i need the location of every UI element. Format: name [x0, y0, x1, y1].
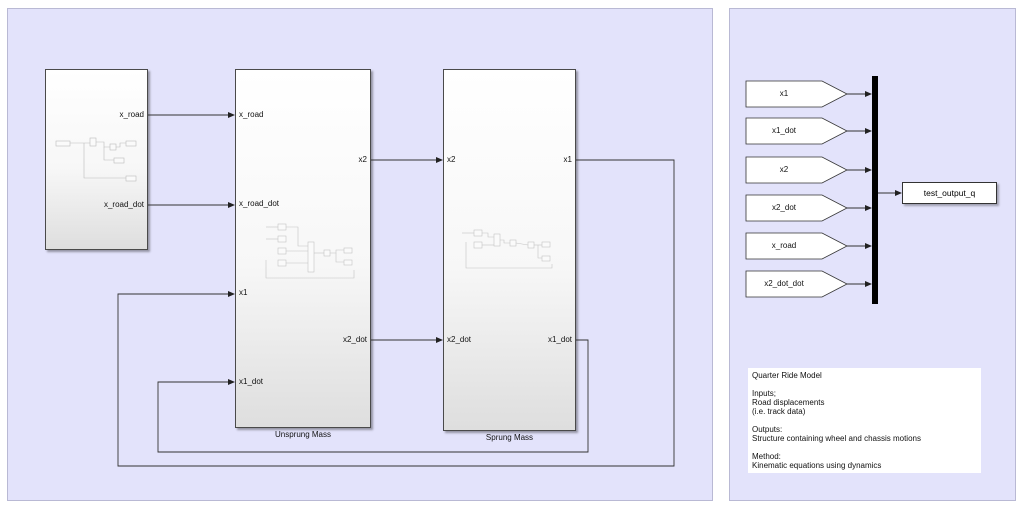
unsprung-port-in-x-road: x_road — [239, 110, 264, 119]
annotation-line — [752, 380, 977, 389]
wire-x1-dot-feedback[interactable] — [157, 339, 589, 453]
annotation-line: Road displacements — [752, 398, 825, 407]
sprung-port-out-x1-dot: x1_dot — [547, 335, 572, 344]
from-tag-x1-dot[interactable] — [745, 117, 848, 145]
road-port-x-road: x_road — [119, 110, 144, 119]
annotation-line — [752, 443, 977, 452]
annotation-line: Outputs: — [752, 425, 783, 434]
from-tag-label-x2-dot-dot: x2_dot_dot — [764, 279, 804, 288]
unsprung-port-in-x-road-dot: x_road_dot — [239, 199, 280, 208]
from-tag-x1[interactable] — [745, 80, 848, 108]
from-tag-label-x2-dot: x2_dot — [771, 203, 797, 212]
from-tag-x-road[interactable] — [745, 232, 848, 260]
model-annotation[interactable]: Quarter Ride Model Inputs; Road displace… — [748, 368, 981, 473]
annotation-line: Kinematic equations using dynamics — [752, 461, 882, 470]
annotation-line: Quarter Ride Model — [752, 371, 822, 380]
from-tag-label-x2: x2 — [779, 165, 789, 174]
unsprung-subsystem-thumbnail — [265, 223, 355, 279]
road-input-subsystem[interactable] — [45, 69, 148, 250]
output-block-test-output-q[interactable]: test_output_q — [902, 182, 997, 204]
unsprung-port-out-x2: x2 — [358, 155, 367, 164]
from-tag-label-x-road: x_road — [771, 241, 797, 250]
unsprung-mass-caption: Unsprung Mass — [274, 430, 332, 439]
unsprung-port-in-x1-dot: x1_dot — [239, 377, 264, 386]
sprung-subsystem-thumbnail — [462, 229, 553, 269]
bus-creator-bar[interactable] — [872, 76, 878, 304]
from-tag-x2[interactable] — [745, 156, 848, 184]
sprung-mass-subsystem[interactable] — [443, 69, 576, 431]
from-tag-x2-dot-dot[interactable] — [745, 270, 848, 298]
sprung-port-out-x1: x1 — [563, 155, 572, 164]
unsprung-port-out-x2-dot: x2_dot — [342, 335, 367, 344]
road-subsystem-thumbnail — [55, 137, 137, 182]
annotation-line — [752, 416, 977, 425]
unsprung-port-in-x1: x1 — [239, 288, 248, 297]
sprung-mass-caption: Sprung Mass — [485, 433, 534, 442]
annotation-line: Inputs; — [752, 389, 777, 398]
road-port-x-road-dot: x_road_dot — [103, 200, 144, 209]
from-tag-x2-dot[interactable] — [745, 194, 848, 222]
sprung-port-in-x2: x2 — [447, 155, 456, 164]
unsprung-mass-subsystem[interactable] — [235, 69, 371, 428]
wire-x1-feedback[interactable] — [117, 159, 675, 467]
annotation-line: Structure containing wheel and chassis m… — [752, 434, 921, 443]
output-block-label: test_output_q — [923, 188, 976, 198]
annotation-line: Method: — [752, 452, 781, 461]
annotation-line: (i.e. track data) — [752, 407, 806, 416]
sprung-port-in-x2-dot: x2_dot — [447, 335, 472, 344]
from-tag-label-x1: x1 — [779, 89, 789, 98]
from-tag-label-x1-dot: x1_dot — [771, 126, 797, 135]
